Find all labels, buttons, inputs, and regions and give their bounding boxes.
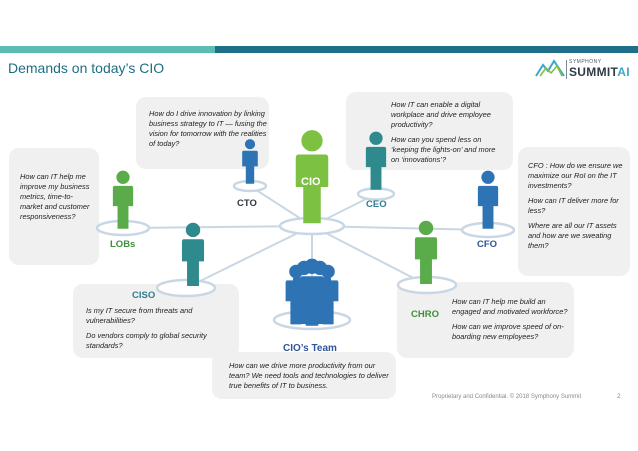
- logo-suffix: AI: [617, 65, 630, 79]
- accent-bar-blue: [215, 46, 638, 53]
- chro-question-1: How can IT help me build an engaged and …: [452, 297, 568, 316]
- lobs-question-1: How can IT help me improve my business m…: [20, 172, 90, 221]
- connector-chro: [311, 225, 428, 286]
- symphony-summit-logo: SYMPHONY SUMMITAI: [535, 57, 635, 83]
- logo-separator: [566, 60, 567, 79]
- logo-main-word: SUMMIT: [569, 65, 618, 79]
- ceo-label: CEO: [366, 199, 387, 210]
- team-group-icon: [285, 258, 339, 326]
- accent-bar-teal: [0, 46, 215, 53]
- cto-question-1: How do I drive innovation by linking bus…: [149, 109, 267, 148]
- ceo-question-1: How IT can enable a digital workplace an…: [391, 100, 491, 129]
- logo-top-text: SYMPHONY: [569, 59, 602, 65]
- ciso-question-2: Do vendors comply to global security sta…: [86, 331, 207, 350]
- lobs-label: LOBs: [110, 239, 136, 250]
- connector-ciso: [185, 225, 313, 289]
- page-number: 2: [617, 393, 621, 400]
- chro-person-icon: [414, 220, 438, 285]
- cio-label: CIO: [301, 176, 321, 188]
- ceo-question-2: How can you spend less on ‘keeping the l…: [391, 135, 496, 164]
- cfo-question-3: Where are all our IT assets and how are …: [528, 221, 617, 250]
- ciso-label: CISO: [132, 290, 156, 301]
- chro-callout: [397, 282, 574, 358]
- page-title: Demands on today’s CIO: [8, 60, 165, 76]
- ciso-callout: [73, 284, 239, 358]
- ceo-callout-text: How IT can enable a digital workplace an…: [391, 100, 505, 170]
- cto-callout-text: How do I drive innovation by linking bus…: [149, 109, 267, 154]
- chro-callout-text: How can IT help me build an engaged and …: [452, 297, 570, 347]
- team-callout-text: How can we drive more productivity from …: [229, 361, 389, 396]
- ciso-base: [155, 278, 217, 298]
- ciso-callout-text: Is my IT secure from threats and vulnera…: [86, 306, 232, 356]
- lobs-callout-text: How can IT help me improve my business m…: [20, 172, 94, 227]
- ceo-person-icon: [365, 131, 387, 190]
- cfo-question-2: How can IT deliver more for less?: [528, 196, 619, 215]
- ciso-question-1: Is my IT secure from threats and vulnera…: [86, 306, 193, 325]
- footer-copyright: Proprietary and Confidential. © 2018 Sym…: [432, 394, 582, 400]
- team-label: CIO’s Team: [283, 343, 337, 354]
- lobs-callout: [9, 148, 99, 265]
- cfo-callout-text: CFO : How do we ensure we maximize our R…: [528, 161, 624, 256]
- mountain-logo-icon: [535, 59, 565, 77]
- ciso-person-icon: [181, 222, 205, 287]
- ceo-base: [356, 187, 396, 201]
- cfo-callout: [518, 147, 630, 276]
- cfo-label: CFO: [477, 239, 498, 250]
- team-callout: [212, 352, 396, 399]
- cto-label: CTO: [237, 198, 257, 209]
- logo-main-text: SUMMITAI: [569, 65, 630, 79]
- header-accent-bar: [0, 46, 638, 53]
- cfo-person-icon: [477, 170, 499, 229]
- chro-question-2: How can we improve speed of on-boarding …: [452, 322, 564, 341]
- cfo-question-1: CFO : How do we ensure we maximize our R…: [528, 161, 623, 190]
- team-question-1: How can we drive more productivity from …: [229, 361, 389, 390]
- chro-label: CHRO: [411, 309, 439, 320]
